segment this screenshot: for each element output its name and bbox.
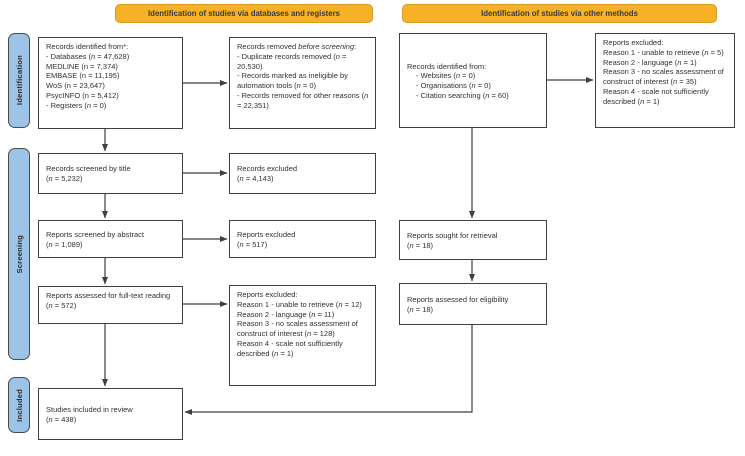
text-line: (n = 517) — [237, 239, 268, 249]
text-line: PsycINFO (n = 5,412) — [46, 90, 119, 100]
text-line: Reason 4 - scale not sufficiently descri… — [603, 86, 709, 106]
box-records-removed: Records removed before screening: - Dupl… — [229, 37, 376, 129]
text-line: WoS (n = 23,647) — [46, 81, 105, 90]
text-line: Reports excluded — [237, 229, 296, 239]
box-reports-excluded-other: Reports excluded: Reason 1 - unable to r… — [595, 33, 735, 128]
text-line: Records identified from*: — [46, 42, 129, 51]
box-records-identified-databases: Records identified from*: - Databases (n… — [38, 37, 183, 129]
stage-tab-screening-label: Screening — [14, 234, 24, 274]
text-line: - Databases (n = 47,628) — [46, 51, 130, 61]
box-reports-screened-abstract: Reports screened by abstract (n = 1,089) — [38, 220, 183, 258]
text-line: Reports screened by abstract — [46, 229, 144, 239]
box-reports-assessed-eligibility: Reports assessed for eligibility (n = 18… — [399, 283, 547, 325]
banner-other-methods-label: Identification of studies via other meth… — [481, 9, 638, 18]
stage-tab-identification-label: Identification — [14, 55, 24, 106]
text-line: Reason 1 - unable to retrieve (n = 5) — [603, 47, 724, 57]
text-line: Records identified from: — [407, 61, 487, 71]
stage-tab-included: Included — [8, 377, 30, 433]
box-reports-excluded-abstract: Reports excluded (n = 517) — [229, 220, 376, 258]
text-line: (n = 1,089) — [46, 239, 83, 249]
text-line: - Organisations (n = 0) — [416, 81, 491, 90]
text-line: Reports assessed for full-text reading — [46, 291, 171, 300]
text-line: - Records marked as ineligible by automa… — [237, 71, 348, 90]
text-line: Reports sought for retrieval — [407, 230, 498, 240]
text-line: Reason 1 - unable to retrieve (n = 12) — [237, 299, 362, 309]
text-line: (n = 572) — [46, 300, 77, 310]
text-line: (n = 438) — [46, 414, 77, 424]
text-line: Reason 2 - language (n = 1) — [603, 57, 697, 67]
box-reports-excluded-fulltext: Reports excluded: Reason 1 - unable to r… — [229, 285, 376, 386]
stage-tab-identification: Identification — [8, 33, 30, 128]
text-line: Records excluded — [237, 164, 298, 174]
text-line: Reason 3 - no scales assessment of const… — [603, 67, 724, 86]
box-records-screened-title: Records screened by title (n = 5,232) — [38, 153, 183, 194]
box-records-excluded: Records excluded (n = 4,143) — [229, 153, 376, 194]
text-line: EMBASE (n = 11,195) — [46, 71, 120, 81]
text-line: (n = 18) — [407, 240, 434, 250]
stage-tab-screening: Screening — [8, 148, 30, 360]
text-line: - Registers (n = 0) — [46, 100, 107, 110]
box-studies-included: Studies included in review (n = 438) — [38, 388, 183, 440]
stage-tab-included-label: Included — [14, 388, 24, 422]
text-line: Reports excluded: — [237, 290, 298, 299]
text-line: - Duplicate records removed (n = 20,530) — [237, 51, 347, 71]
text-line: - Citation searching (n = 60) — [416, 90, 509, 100]
text-line: Reports assessed for eligibility — [407, 294, 509, 304]
text-line: Records screened by title — [46, 164, 131, 174]
text-line: (n = 5,232) — [46, 174, 83, 183]
text-line: Reason 2 - language (n = 11) — [237, 309, 335, 319]
text-line: Reason 4 - scale not sufficiently descri… — [237, 338, 343, 358]
text-line: Records removed before screening: — [237, 42, 357, 51]
text-line: Studies included in review — [46, 404, 133, 414]
banner-databases-label: Identification of studies via databases … — [148, 9, 340, 18]
text-line: - Records removed for other reasons (n =… — [237, 90, 369, 110]
banner-other-methods: Identification of studies via other meth… — [402, 4, 717, 23]
banner-databases-registers: Identification of studies via databases … — [115, 4, 373, 23]
text-line: Reports excluded: — [603, 38, 664, 47]
text-line: MEDLINE (n = 7,374) — [46, 61, 118, 71]
text-line: Reason 3 - no scales assessment of const… — [237, 319, 358, 338]
text-line: (n = 18) — [407, 304, 434, 314]
box-records-identified-other: Records identified from: - Websites (n =… — [399, 33, 547, 128]
box-reports-sought-retrieval: Reports sought for retrieval (n = 18) — [399, 220, 547, 260]
text-line: (n = 4,143) — [237, 174, 274, 183]
box-reports-assessed-fulltext: Reports assessed for full-text reading (… — [38, 286, 183, 324]
text-line: - Websites (n = 0) — [416, 71, 476, 81]
